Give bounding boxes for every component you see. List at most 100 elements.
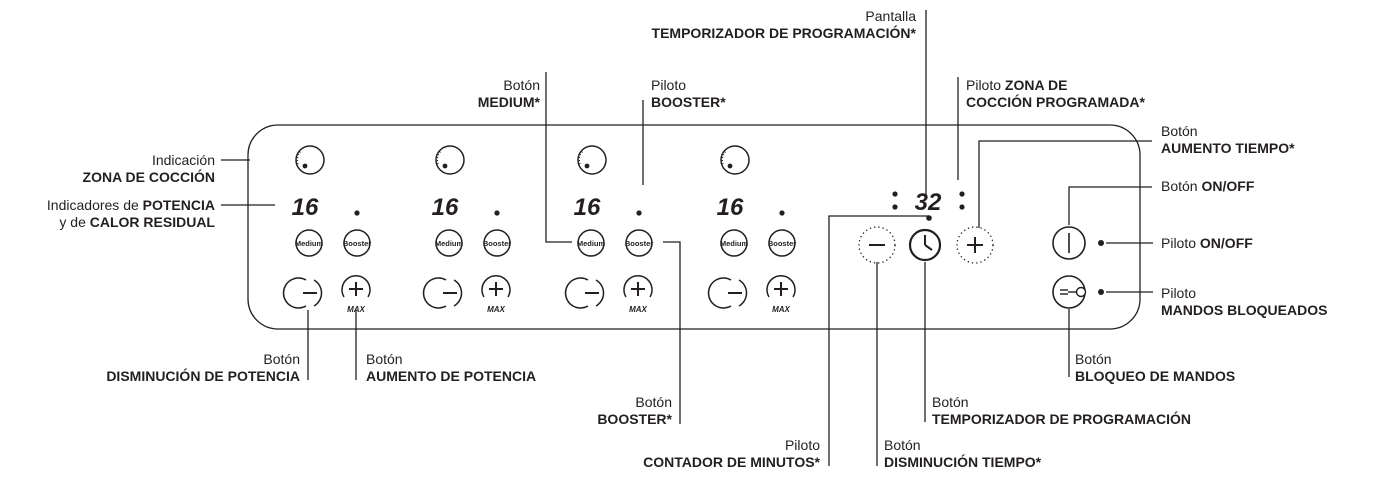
power-decrease-button[interactable] bbox=[707, 277, 748, 309]
control-lock-label: Botón BLOQUEO DE MANDOS bbox=[1075, 351, 1235, 385]
medium-button[interactable]: Medium bbox=[435, 229, 464, 257]
timer-digits: 32 bbox=[915, 189, 942, 216]
time-increase-title: AUMENTO TIEMPO* bbox=[1161, 140, 1295, 156]
programming-timer-title: TEMPORIZADOR DE PROGRAMACIÓN bbox=[932, 411, 1191, 427]
max-label: MAX bbox=[772, 305, 790, 314]
zone-indicator-icon bbox=[720, 145, 750, 175]
piloto-word: Piloto bbox=[1161, 285, 1197, 301]
on-off-pilot bbox=[1098, 240, 1104, 246]
booster-button-label: Botón BOOSTER* bbox=[560, 394, 672, 428]
booster-button-label: Booster bbox=[483, 239, 511, 248]
medium-button-label: Medium bbox=[720, 239, 749, 248]
booster-pilot-title: BOOSTER* bbox=[651, 94, 726, 110]
power-increase-button[interactable]: MAX bbox=[766, 275, 796, 314]
booster-button[interactable]: Booster bbox=[625, 229, 653, 257]
boton-word: Botón bbox=[932, 394, 969, 410]
programmed-zone-title: COCCIÓN PROGRAMADA* bbox=[966, 94, 1145, 110]
power-level-display: 16 bbox=[717, 194, 744, 221]
residual-heat-title: CALOR RESIDUAL bbox=[89, 214, 215, 230]
booster-pilot-label: Piloto BOOSTER* bbox=[651, 77, 726, 111]
power-decrease-button[interactable] bbox=[422, 277, 463, 309]
display-label: Pantalla TEMPORIZADOR DE PROGRAMACIÓN* bbox=[596, 8, 916, 42]
medium-button[interactable]: Medium bbox=[577, 229, 606, 257]
medium-button-label: Medium bbox=[577, 239, 606, 248]
zone-indicator-icon bbox=[295, 145, 325, 175]
medium-title: MEDIUM* bbox=[477, 94, 540, 110]
power-level-display: 16 bbox=[574, 194, 601, 221]
zone-indicator-icon bbox=[435, 145, 465, 175]
power-decrease-button[interactable] bbox=[282, 277, 323, 309]
potencia-word: POTENCIA bbox=[142, 197, 215, 213]
boton-word: Botón bbox=[263, 351, 300, 367]
power-indicators-label: Indicadores de POTENCIA y de CALOR RESID… bbox=[0, 197, 215, 231]
medium-button[interactable]: Medium bbox=[295, 229, 324, 257]
power-decrease-label: Botón DISMINUCIÓN DE POTENCIA bbox=[40, 351, 300, 385]
timer-section: 32 bbox=[858, 189, 994, 264]
power-increase-label: Botón AUMENTO DE POTENCIA bbox=[366, 351, 536, 385]
boton-word: Botón bbox=[1161, 178, 1198, 194]
cooking-zone-label: Indicación ZONA DE COCCIÓN bbox=[20, 152, 215, 186]
time-decrease-title: DISMINUCIÓN TIEMPO* bbox=[884, 454, 1042, 470]
control-lock-button[interactable] bbox=[1052, 275, 1087, 309]
leader-lines bbox=[221, 10, 1153, 466]
power-increase-button[interactable]: MAX bbox=[623, 275, 653, 314]
boton-word: Botón bbox=[1075, 351, 1112, 367]
booster-button-label: Booster bbox=[343, 239, 371, 248]
on-off-pilot-label: Piloto ON/OFF bbox=[1161, 235, 1253, 252]
minute-counter-title: CONTADOR DE MINUTOS* bbox=[643, 454, 820, 470]
display-word: Pantalla bbox=[865, 8, 916, 24]
residual-heat-pilot bbox=[354, 210, 360, 216]
residual-heat-pilot bbox=[779, 210, 785, 216]
y-de-word: y de bbox=[59, 214, 86, 230]
medium-button-label: Medium bbox=[435, 239, 464, 248]
boton-word: Botón bbox=[635, 394, 672, 410]
booster-button-title: BOOSTER* bbox=[597, 411, 672, 427]
minute-counter-pilot-label: Piloto CONTADOR DE MINUTOS* bbox=[560, 437, 820, 471]
programmed-zone-pilot-label: Piloto ZONA DE COCCIÓN PROGRAMADA* bbox=[966, 77, 1145, 111]
on-off-button[interactable] bbox=[1052, 226, 1086, 260]
programming-timer-button[interactable] bbox=[908, 228, 942, 262]
piloto-word: Piloto bbox=[1161, 235, 1197, 251]
time-decrease-label: Botón DISMINUCIÓN TIEMPO* bbox=[884, 437, 1041, 471]
piloto-word: Piloto bbox=[651, 77, 687, 93]
medium-button-label: Medium bbox=[295, 239, 324, 248]
time-increase-label: Botón AUMENTO TIEMPO* bbox=[1161, 123, 1295, 157]
on-off-button-label: Botón ON/OFF bbox=[1161, 178, 1254, 195]
boton-word: Botón bbox=[503, 77, 540, 93]
power-decrease-button[interactable] bbox=[564, 277, 605, 309]
booster-button[interactable]: Booster bbox=[483, 229, 511, 257]
zona-de-word: ZONA DE bbox=[1004, 77, 1068, 93]
power-increase-title: AUMENTO DE POTENCIA bbox=[366, 368, 537, 384]
boton-word: Botón bbox=[1161, 123, 1198, 139]
time-decrease-button[interactable] bbox=[858, 226, 896, 264]
medium-button-label: Botón MEDIUM* bbox=[440, 77, 540, 111]
piloto-word: Piloto bbox=[966, 77, 1002, 93]
power-level-display: 16 bbox=[292, 194, 319, 221]
residual-heat-pilot bbox=[636, 210, 642, 216]
booster-button[interactable]: Booster bbox=[768, 229, 796, 257]
zone-indicator-icon bbox=[577, 145, 607, 175]
boton-word: Botón bbox=[884, 437, 921, 453]
power-decrease-title: DISMINUCIÓN DE POTENCIA bbox=[106, 368, 300, 384]
power-increase-button[interactable]: MAX bbox=[341, 275, 371, 314]
timer-display: 32 bbox=[892, 189, 965, 221]
piloto-word: Piloto bbox=[784, 437, 820, 453]
max-label: MAX bbox=[347, 305, 365, 314]
cooking-zone-title: ZONA DE COCCIÓN bbox=[82, 169, 215, 185]
indicadores-word: Indicadores de bbox=[46, 197, 139, 213]
max-label: MAX bbox=[487, 305, 505, 314]
medium-button[interactable]: Medium bbox=[720, 229, 749, 257]
locked-controls-pilot-label: Piloto MANDOS BLOQUEADOS bbox=[1161, 285, 1327, 319]
power-increase-button[interactable]: MAX bbox=[481, 275, 511, 314]
booster-button[interactable]: Booster bbox=[343, 229, 371, 257]
panel-outline bbox=[247, 124, 1141, 330]
locked-controls-title: MANDOS BLOQUEADOS bbox=[1161, 302, 1328, 318]
time-increase-button[interactable] bbox=[956, 226, 994, 264]
on-off-title: ON/OFF bbox=[1199, 235, 1253, 251]
booster-button-label: Booster bbox=[768, 239, 796, 248]
